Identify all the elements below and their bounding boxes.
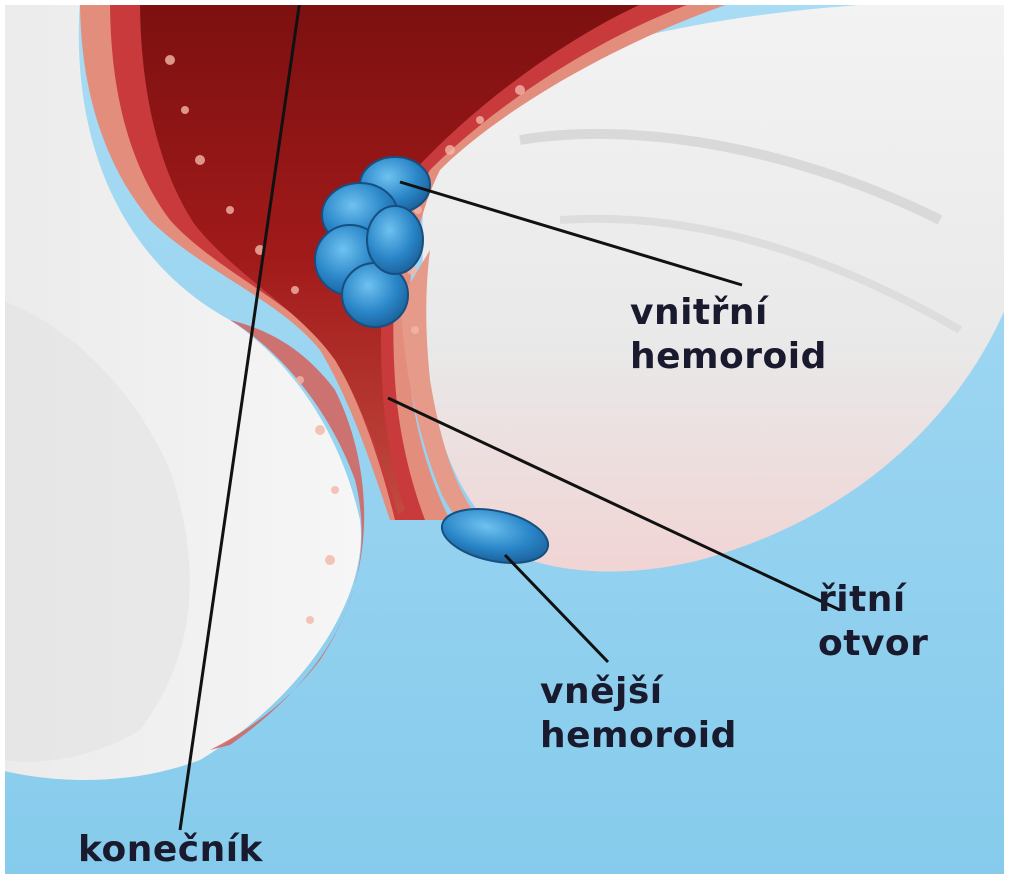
label-internal-hemorrhoid-line2: hemoroid	[630, 337, 827, 377]
label-internal-hemorrhoid-line1: vnitřní	[630, 293, 768, 333]
label-external-hemorrhoid-line1: vnější	[540, 672, 663, 712]
label-anus-line1: řitní	[818, 580, 906, 620]
label-external-hemorrhoid-line2: hemoroid	[540, 716, 737, 756]
label-anus-line2: otvor	[818, 624, 928, 664]
label-rectum: konečník	[78, 830, 263, 870]
